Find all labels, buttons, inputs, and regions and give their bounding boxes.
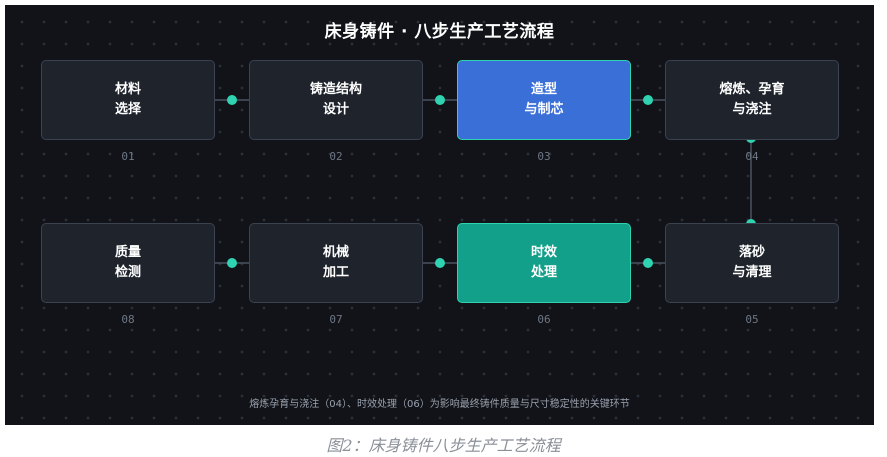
step-08-box: 质量 检测 bbox=[41, 223, 215, 303]
figure-caption: 图2：床身铸件八步生产工艺流程 bbox=[326, 436, 561, 455]
step-06-label: 时效 处理 bbox=[530, 245, 557, 280]
connector-dot-02-03 bbox=[435, 95, 445, 105]
step-05-box: 落砂 与清理 bbox=[665, 223, 839, 303]
step-01-number: 01 bbox=[121, 150, 135, 163]
connector-dot-03-04 bbox=[643, 95, 653, 105]
step-01-label: 材料 选择 bbox=[114, 82, 141, 117]
step-03-box: 造型 与制芯 bbox=[457, 60, 631, 140]
step-04-number: 04 bbox=[745, 150, 759, 163]
connector-dot-06-07 bbox=[435, 258, 445, 268]
step-07-box: 机械 加工 bbox=[249, 223, 423, 303]
step-06-box: 时效 处理 bbox=[457, 223, 631, 303]
step-05-number: 05 bbox=[745, 313, 759, 326]
connector-dot-07-08 bbox=[227, 258, 237, 268]
step-07-number: 07 bbox=[329, 313, 343, 326]
step-07-label: 机械 加工 bbox=[322, 245, 349, 280]
connector-dot-05-06 bbox=[643, 258, 653, 268]
step-06-number: 06 bbox=[537, 313, 551, 326]
step-08-number: 08 bbox=[121, 313, 135, 326]
step-08-label: 质量 检测 bbox=[114, 245, 141, 280]
diagram-title: 床身铸件 · 八步生产工艺流程 bbox=[324, 22, 555, 42]
step-04-label: 熔炼、孕育 与浇注 bbox=[719, 82, 785, 117]
diagram-canvas: 床身铸件 · 八步生产工艺流程 材料 选择 01 铸造结构 设计 02 造型 与… bbox=[5, 5, 874, 425]
step-05-label: 落砂 与清理 bbox=[732, 245, 772, 280]
step-01-box: 材料 选择 bbox=[41, 60, 215, 140]
step-04-box: 熔炼、孕育 与浇注 bbox=[665, 60, 839, 140]
step-03-label: 造型 与制芯 bbox=[524, 82, 564, 117]
step-02-box: 铸造结构 设计 bbox=[249, 60, 423, 140]
key-steps-note: 熔炼孕育与浇注（04）、时效处理（06）为影响最终铸件质量与尺寸稳定性的关键环节 bbox=[249, 399, 630, 410]
step-03-number: 03 bbox=[537, 150, 551, 163]
connector-dot-01-02 bbox=[227, 95, 237, 105]
step-02-number: 02 bbox=[329, 150, 343, 163]
step-02-label: 铸造结构 设计 bbox=[309, 82, 362, 117]
